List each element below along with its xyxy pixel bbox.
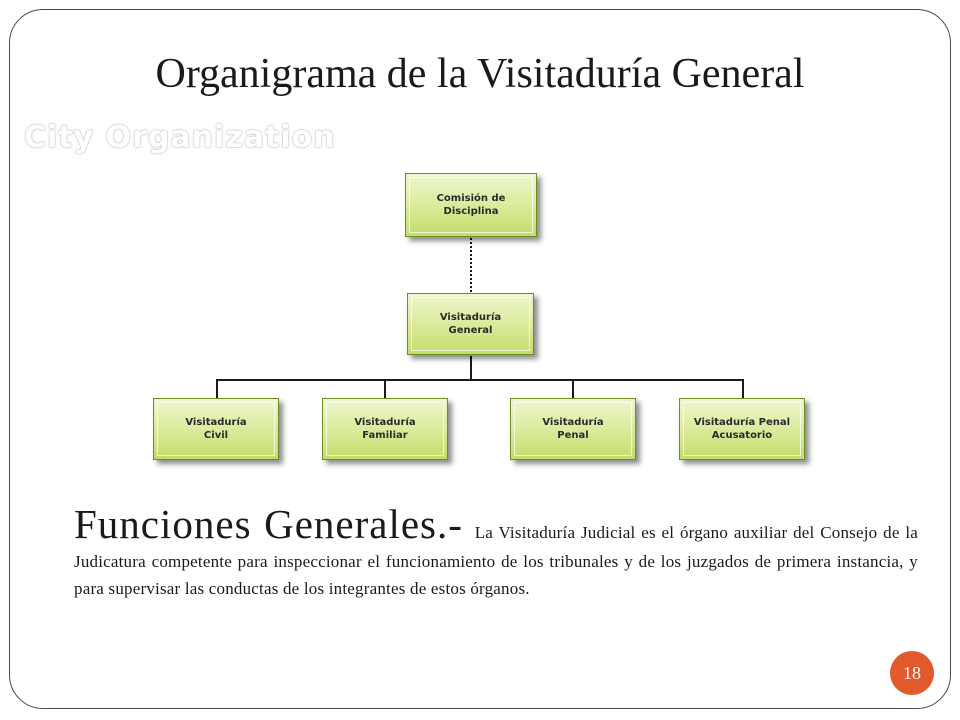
org-box-root: Comisión de Disciplina <box>405 173 537 237</box>
connector-drop-3 <box>572 379 574 398</box>
functions-heading: Funciones Generales.- <box>74 501 463 547</box>
org-box-middle: Visitaduría General <box>407 293 534 355</box>
watermark-text: City Organization <box>24 120 336 155</box>
functions-text: La Visitaduría Judicial es el órgano aux… <box>74 523 918 598</box>
connector-drop-2 <box>384 379 386 398</box>
connector-horizontal <box>216 379 743 381</box>
org-box-label: Visitaduría General <box>439 311 502 337</box>
org-box-label: Visitaduría Familiar <box>354 416 416 442</box>
org-box-child-2: Visitaduría Familiar <box>322 398 448 460</box>
org-box-child-1: Visitaduría Civil <box>153 398 279 460</box>
slide-title: Organigrama de la Visitaduría General <box>155 51 805 97</box>
connector-drop-4 <box>742 379 744 398</box>
org-box-label: Visitaduría Penal Acusatorio <box>693 416 791 442</box>
org-box-child-4: Visitaduría Penal Acusatorio <box>679 398 805 460</box>
page-number-badge: 18 <box>890 651 934 695</box>
org-box-label: Visitaduría Civil <box>185 416 247 442</box>
connector-drop-1 <box>216 379 218 398</box>
dotted-connector <box>470 238 472 292</box>
org-box-child-3: Visitaduría Penal <box>510 398 636 460</box>
slide-frame <box>9 9 951 709</box>
org-box-label: Comisión de Disciplina <box>436 192 506 218</box>
connector-vertical <box>470 356 472 380</box>
functions-paragraph: Funciones Generales.- La Visitaduría Jud… <box>74 500 918 602</box>
org-box-label: Visitaduría Penal <box>542 416 604 442</box>
